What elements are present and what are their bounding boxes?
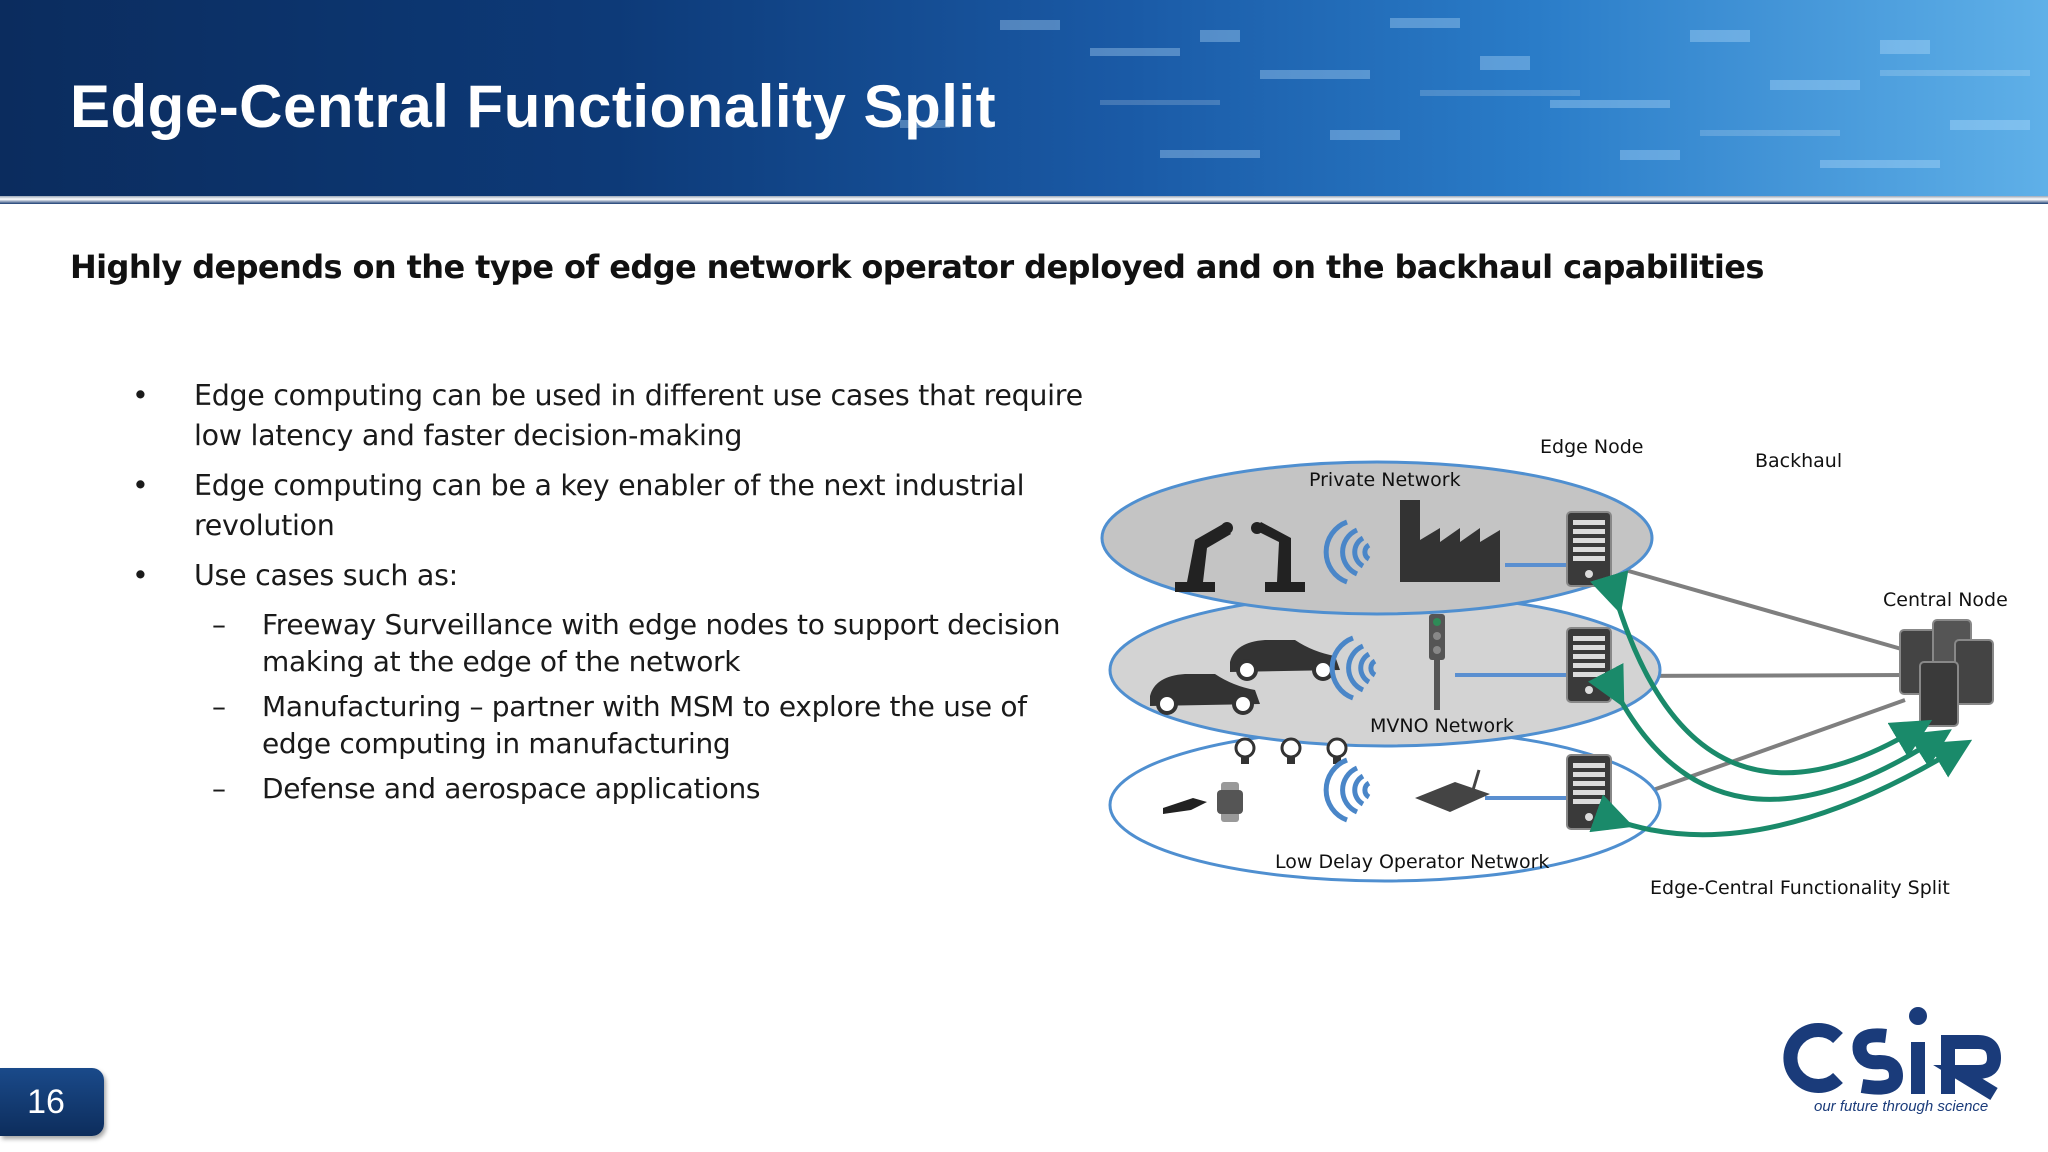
central-node-server-cluster-icon (1899, 619, 1994, 727)
backhaul-label: Backhaul (1755, 450, 1842, 472)
sub-bullet-mark: – (212, 608, 226, 641)
page-number-box: 16 (0, 1068, 104, 1136)
edge-central-diagram: Edge Node Backhaul Private Network Centr… (1100, 436, 2008, 899)
private-network-label: Private Network (1309, 469, 1461, 491)
sub-bullet-item: – Defense and aerospace applications (130, 770, 1090, 807)
mvno-network-label: MVNO Network (1370, 715, 1514, 737)
private-network-layer (1100, 460, 1654, 616)
page-number: 16 (27, 1083, 65, 1121)
traffic-light-icon (1429, 614, 1445, 710)
bullet-item: • Edge computing can be a key enabler of … (130, 466, 1090, 546)
banner-texture (900, 18, 2030, 168)
light-bulb-icon (1234, 737, 1256, 764)
bullet-text: Edge computing can be a key enabler of t… (194, 469, 1025, 542)
edge-node-server-icon (1566, 754, 1612, 830)
low-delay-network-label: Low Delay Operator Network (1275, 851, 1549, 873)
light-bulb-icon (1280, 737, 1302, 764)
bullet-item: • Edge computing can be used in different… (130, 376, 1090, 456)
bullet-mark: • (132, 469, 149, 502)
factory-icon (1400, 500, 1500, 582)
bullet-text: Edge computing can be used in different … (194, 379, 1083, 452)
bullet-list: • Edge computing can be used in different… (130, 376, 1090, 815)
sub-bullet-item: – Manufacturing – partner with MSM to exp… (130, 688, 1090, 762)
smartwatch-icon (1217, 782, 1243, 822)
hand-icon (1163, 798, 1207, 814)
robot-arm-icon (1175, 522, 1233, 592)
car-icon (1150, 674, 1260, 715)
split-label: Edge-Central Functionality Split (1650, 877, 1950, 899)
light-bulb-icon (1326, 737, 1348, 764)
sub-bullet-mark: – (212, 772, 226, 805)
slide-subtitle: Highly depends on the type of edge netwo… (70, 248, 1764, 286)
logo-tagline: our future through science (1814, 1098, 1989, 1115)
central-node-label: Central Node (1883, 589, 2008, 611)
sub-bullet-mark: – (212, 690, 226, 723)
backhaul-link (1624, 673, 1906, 678)
sub-bullet-text: Defense and aerospace applications (262, 772, 761, 805)
edge-node-server-icon (1566, 511, 1612, 587)
bullet-mark: • (132, 379, 149, 412)
car-icon (1230, 640, 1340, 681)
sub-bullet-text: Manufacturing – partner with MSM to expl… (262, 690, 1027, 760)
edge-node-server-icon (1566, 627, 1612, 703)
edge-node-label: Edge Node (1540, 436, 1643, 458)
bullet-item: • Use cases such as: (130, 556, 1090, 596)
bullet-mark: • (132, 559, 149, 592)
slide-title: Edge-Central Functionality Split (70, 73, 997, 140)
title-banner: Edge-Central Functionality Split (0, 0, 2048, 196)
sub-bullet-item: – Freeway Surveillance with edge nodes to… (130, 606, 1090, 680)
robot-arm-icon (1251, 522, 1305, 592)
router-icon (1415, 769, 1490, 812)
bullet-text: Use cases such as: (194, 559, 458, 592)
banner-divider (0, 196, 2048, 204)
functionality-split-arrows (1587, 570, 1973, 838)
backhaul-link (1624, 568, 1906, 652)
csir-logo (1783, 1007, 2002, 1100)
backhaul-link (1624, 698, 1906, 802)
sub-bullet-text: Freeway Surveillance with edge nodes to … (262, 608, 1061, 678)
